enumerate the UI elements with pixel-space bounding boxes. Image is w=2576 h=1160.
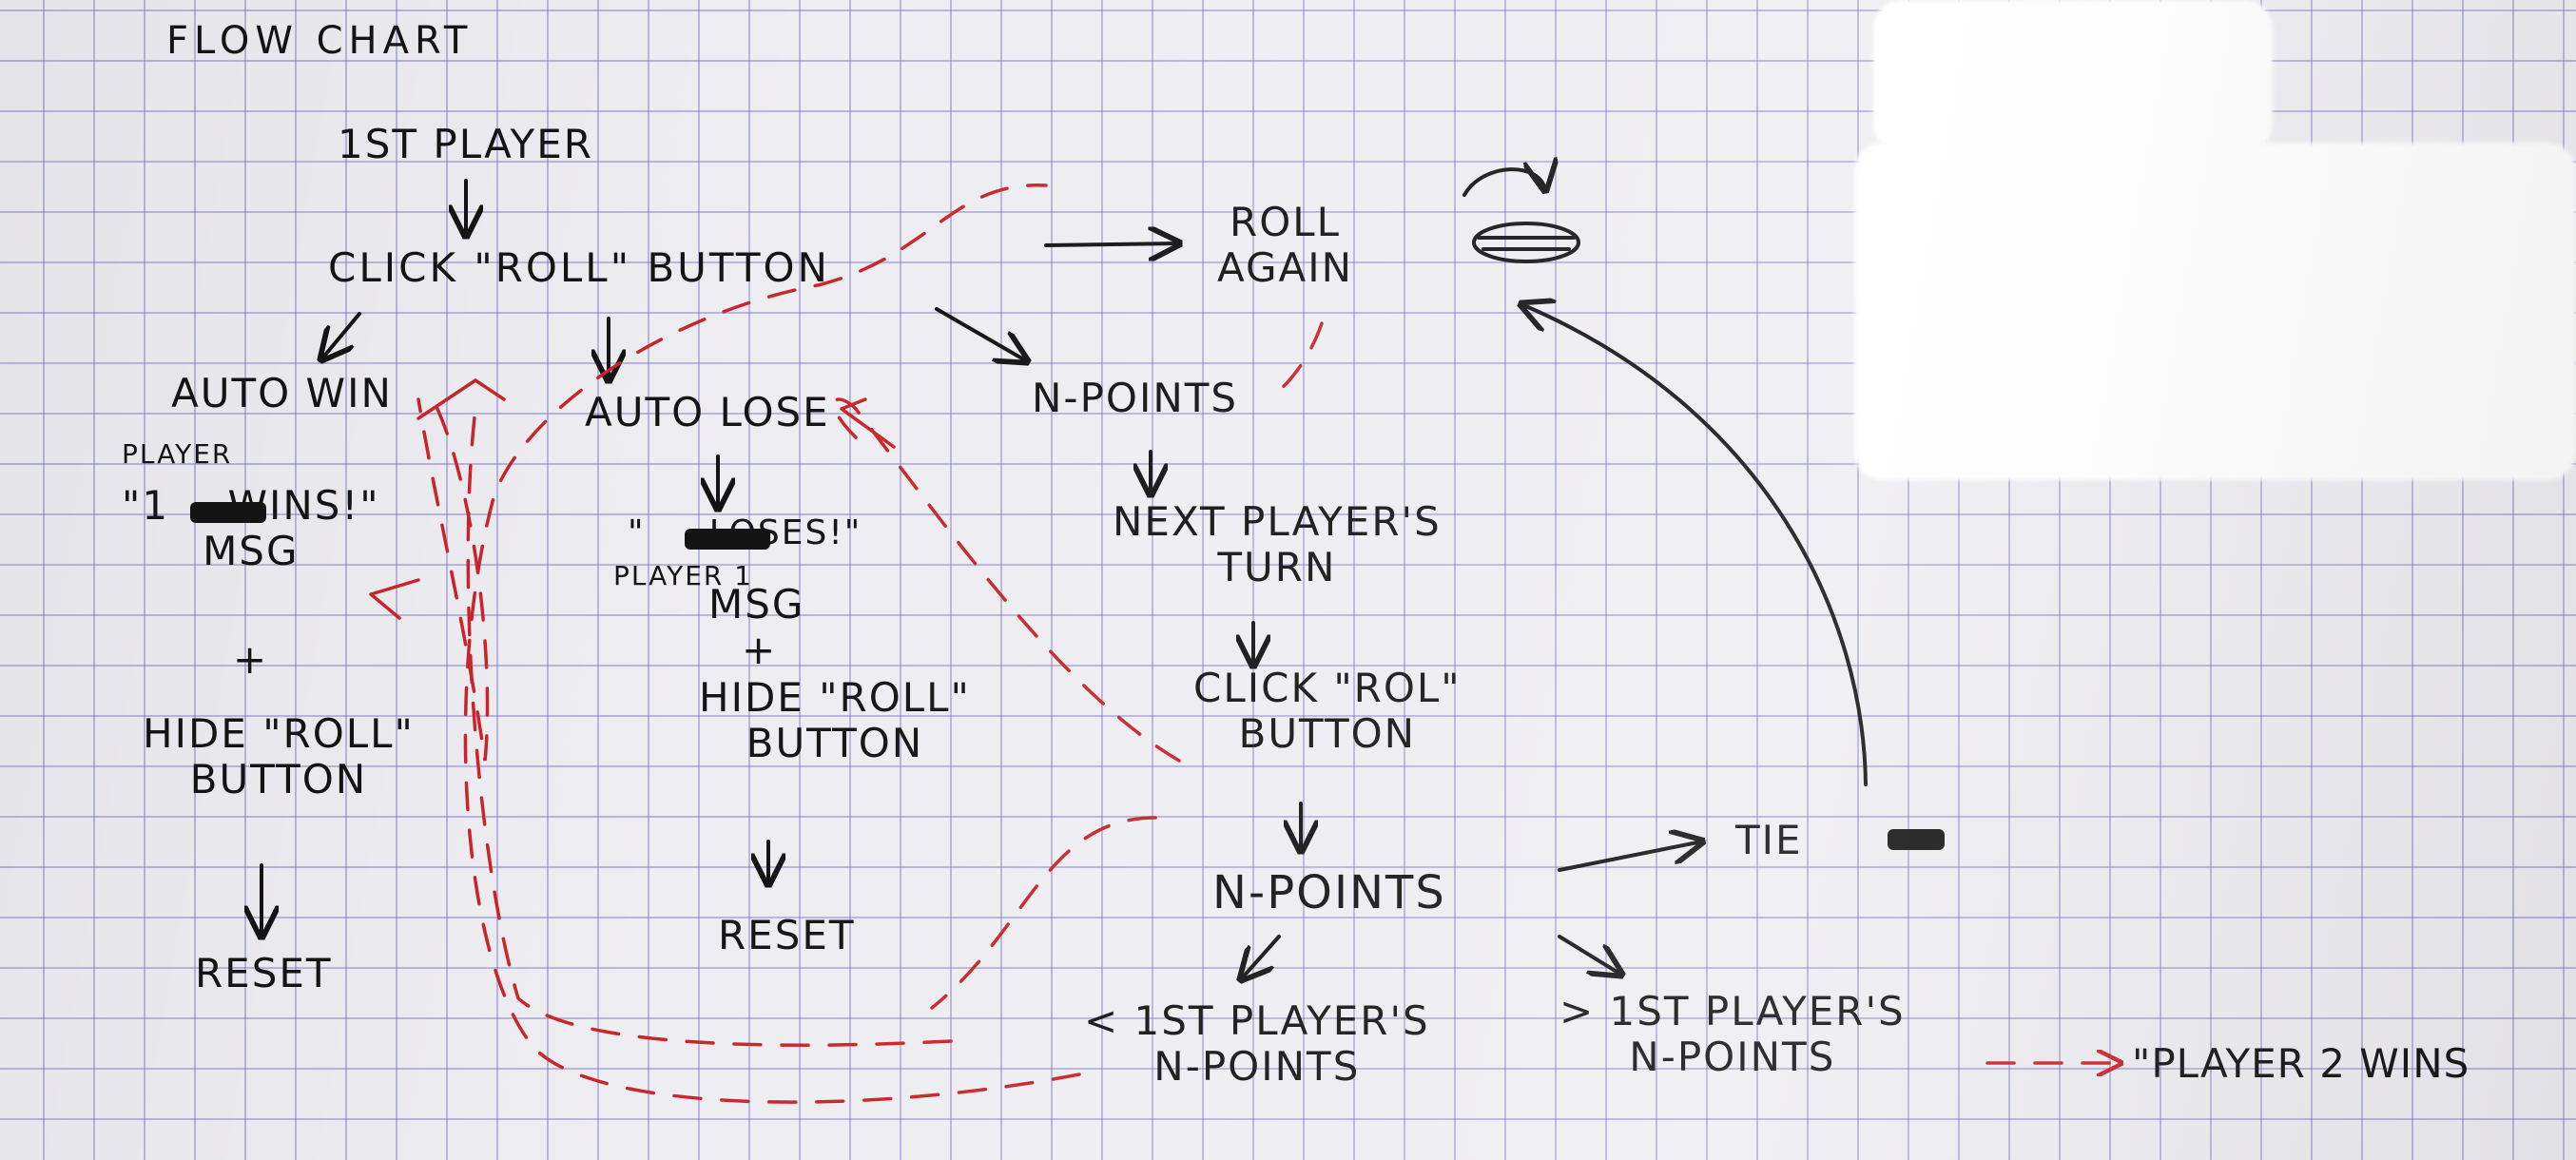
arrow-to-roll-again — [1044, 243, 1179, 245]
node-auto-lose-hide: HIDE "ROLL" BUTTON — [699, 674, 971, 767]
arrow-npoints2-to-greater — [1558, 935, 1621, 975]
node-auto-win-hide: HIDE "ROLL" BUTTON — [143, 710, 415, 803]
red-loop-right — [832, 397, 1181, 763]
node-auto-win-reset: RESET — [195, 950, 333, 996]
node-auto-lose-msg2: MSG — [708, 581, 805, 628]
node-auto-lose-reset: RESET — [718, 912, 856, 958]
node-auto-win: AUTO WIN — [171, 370, 393, 416]
node-player2-wins: "PLAYER 2 WINS — [2132, 1040, 2470, 1087]
node-auto-win-player: PLAYER — [122, 438, 233, 470]
scribble-mark-2 — [685, 529, 770, 550]
red-head-autowin — [416, 377, 506, 420]
node-n-points-1: N-POINTS — [1032, 375, 1239, 421]
node-next-turn: NEXT PLAYER'S TURN — [1113, 498, 1442, 591]
arrow-click-to-npoints — [935, 307, 1027, 361]
red-loop-autowin — [416, 397, 490, 762]
scribble-mark — [190, 502, 266, 523]
arrow-tie-to-roll-again — [1521, 304, 1868, 786]
node-greater-than: > 1ST PLAYER'S N-POINTS — [1559, 988, 1906, 1081]
scribble-mark-3 — [1888, 829, 1945, 850]
chart-title: FLOW CHART — [166, 19, 474, 63]
node-click-roll-2: CLICK "ROL" BUTTON — [1193, 665, 1462, 758]
red-loop-middle — [930, 816, 1157, 1010]
arrow-npoints2-to-tie — [1558, 841, 1702, 872]
node-n-points-2: N-POINTS — [1212, 866, 1446, 919]
node-tie: TIE — [1735, 817, 1803, 863]
node-auto-win-msg: "1 WINS!" MSG — [122, 482, 380, 575]
red-head-autolose — [840, 397, 896, 449]
dice-doodle — [1472, 222, 1580, 263]
node-first-player: 1ST PLAYER — [338, 121, 593, 167]
node-auto-lose: AUTO LOSE — [585, 389, 830, 435]
arrow-click-to-autowin — [321, 312, 361, 359]
node-less-than: < 1ST PLAYER'S N-POINTS — [1084, 997, 1430, 1091]
red-loop-left — [466, 407, 953, 1047]
red-head-msg — [369, 578, 420, 620]
node-auto-win-plus: + — [233, 636, 269, 683]
node-roll-again: ROLL AGAIN — [1217, 199, 1354, 292]
node-auto-lose-player: PLAYER 1 — [613, 560, 754, 591]
node-click-roll: CLICK "ROLL" BUTTON — [328, 244, 830, 291]
red-loop-roll — [1272, 321, 1324, 396]
node-auto-lose-plus: + — [742, 627, 778, 673]
arrow-npoints2-to-less — [1241, 935, 1281, 979]
red-loop-outer — [463, 184, 1081, 1104]
